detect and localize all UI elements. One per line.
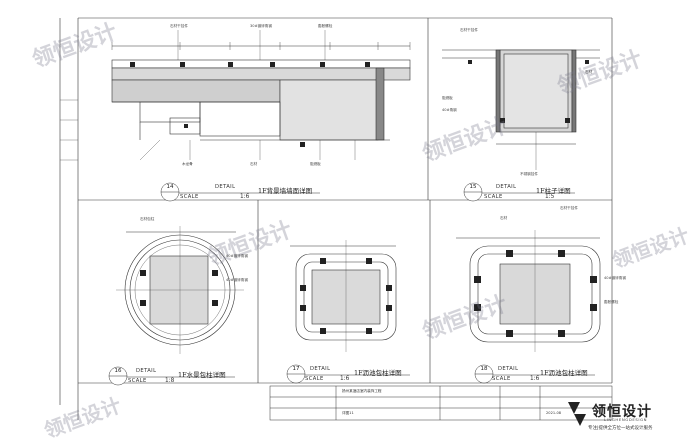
detail-17-scale-label: SCALE: [305, 376, 324, 382]
brand-logo-icon: [568, 402, 586, 426]
detail-14-title: 1F背景墙墙面详图: [258, 187, 313, 195]
detail-18-number: 18: [480, 366, 488, 372]
annotation-label: 石材: [500, 216, 508, 220]
detail-15-detail-label: DETAIL: [496, 184, 517, 190]
brand-english: LINGHENGDESIGN: [604, 417, 648, 422]
detail-17-number: 17: [292, 366, 300, 372]
annotation-label: 不锈钢挂件: [520, 172, 538, 176]
detail-15-scale-label: SCALE: [484, 194, 503, 200]
detail-14-number: 14: [166, 184, 174, 190]
project-name: 扬州某酒店室内装饰工程: [342, 389, 382, 393]
detail-16-detail-label: DETAIL: [136, 368, 157, 374]
sheet-name: 详图11: [342, 411, 354, 415]
annotation-label: 石材干挂件: [170, 24, 188, 28]
brand-name: 领恒设计: [592, 404, 652, 420]
annotation-label: 40#镀锌角钢: [226, 254, 248, 258]
detail-18-scale: 1:6: [530, 376, 540, 382]
annotation-label: 阻燃板: [442, 96, 453, 100]
annotation-label: 石材干挂件: [560, 206, 578, 210]
detail-16-scale-label: SCALE: [128, 378, 147, 384]
detail-16-number: 16: [114, 368, 122, 374]
annotation-label: 膨胀螺栓: [604, 300, 619, 304]
detail-16-scale: 1:8: [165, 378, 175, 384]
annotation-label: 石材: [250, 162, 258, 166]
annotation-label: 木龙骨: [182, 162, 193, 166]
detail-15-scale: 1:5: [545, 194, 555, 200]
detail-18-detail-label: DETAIL: [498, 366, 519, 372]
detail-15-drawing: [442, 49, 600, 170]
annotation-label: 40#角钢: [442, 108, 457, 112]
detail-18-drawing: [456, 230, 601, 352]
annotation-label: 30#镀锌角钢: [250, 24, 272, 28]
detail-14-detail-label: DETAIL: [215, 184, 236, 190]
detail-16-title: 1F水景包柱详图: [178, 371, 226, 379]
brand-slogan: 专注|提供全方位一站式设计服务: [588, 426, 653, 431]
detail-17-drawing: [290, 240, 397, 352]
annotation-label: 阻燃板: [310, 162, 321, 166]
detail-17-scale: 1:6: [340, 376, 350, 382]
detail-15-number: 15: [469, 184, 477, 190]
detail-14-scale: 1:6: [240, 194, 250, 200]
detail-15-title: 1F柱子详图: [536, 187, 571, 195]
drawing-number: 2021-08: [546, 411, 562, 415]
detail-14-scale-label: SCALE: [180, 194, 199, 200]
annotation-label: 40#镀锌角钢: [604, 276, 626, 280]
annotation-label: 膨胀螺栓: [318, 24, 333, 28]
annotation-label: 40#镀锌角钢: [226, 278, 248, 282]
annotation-label: 石材包柱: [140, 217, 155, 221]
detail-17-detail-label: DETAIL: [310, 366, 331, 372]
detail-14-drawing: [111, 30, 411, 161]
annotation-label: 石材干挂件: [460, 28, 478, 32]
detail-18-scale-label: SCALE: [492, 376, 511, 382]
annotation-label: 石材: [585, 70, 593, 74]
detail-16-drawing: [116, 226, 244, 354]
detail-17-title: 1F沥池包柱详图: [354, 369, 402, 377]
detail-18-title: 1F沥池包柱详图: [540, 369, 588, 377]
